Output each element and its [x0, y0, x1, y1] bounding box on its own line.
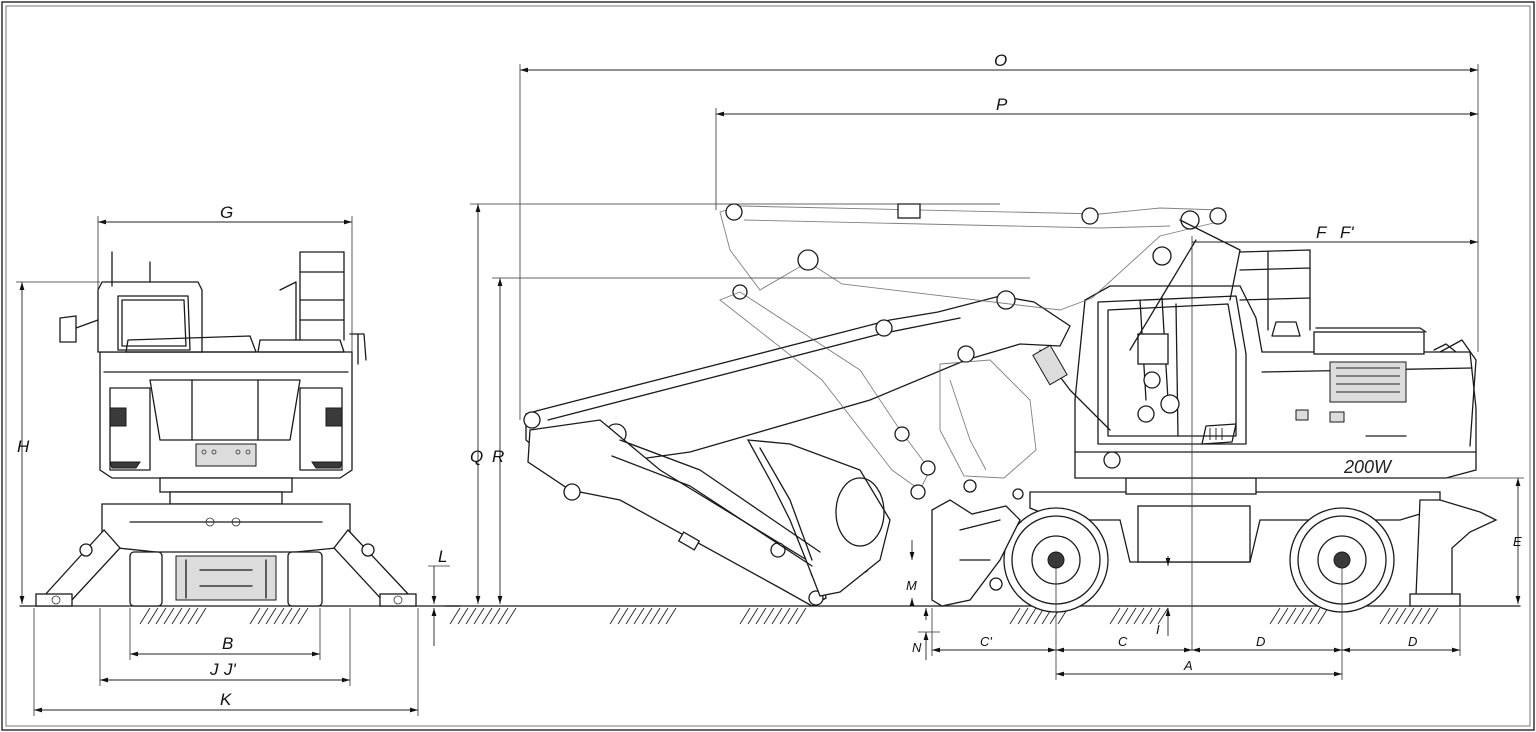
- label-e: E: [1513, 534, 1522, 549]
- label-i: I: [1156, 622, 1160, 637]
- drawing-inner-frame: [5, 5, 1531, 727]
- ground-hatching: [139, 607, 1439, 625]
- label-m: M: [906, 578, 917, 593]
- label-c-prime: C': [980, 634, 992, 649]
- label-b: B: [222, 634, 233, 653]
- label-f-prime: F': [1340, 223, 1354, 242]
- label-o: O: [994, 51, 1007, 70]
- label-c: C: [1118, 634, 1128, 649]
- label-n: N: [912, 640, 922, 655]
- model-label: 200W: [1343, 457, 1393, 477]
- dimension-labels: O P F F' G H Q R L B J J' K E M N C' C D…: [17, 51, 1522, 709]
- label-p: P: [996, 95, 1008, 114]
- label-d-front: D: [1256, 634, 1265, 649]
- front-view-excavator: [35, 251, 417, 607]
- label-j-prime: J': [223, 660, 237, 679]
- label-q: Q: [470, 447, 483, 466]
- ground-line: [19, 605, 1521, 625]
- label-f: F: [1316, 223, 1328, 242]
- label-h: H: [17, 437, 30, 456]
- dimension-lines: [16, 64, 1524, 716]
- label-l: L: [438, 547, 447, 566]
- side-view-excavator: [523, 203, 1498, 613]
- label-j: J: [209, 660, 219, 679]
- label-g: G: [220, 203, 233, 222]
- label-r: R: [492, 447, 504, 466]
- label-d-rear: D: [1408, 634, 1417, 649]
- label-a: A: [1183, 658, 1193, 673]
- label-k: K: [220, 690, 232, 709]
